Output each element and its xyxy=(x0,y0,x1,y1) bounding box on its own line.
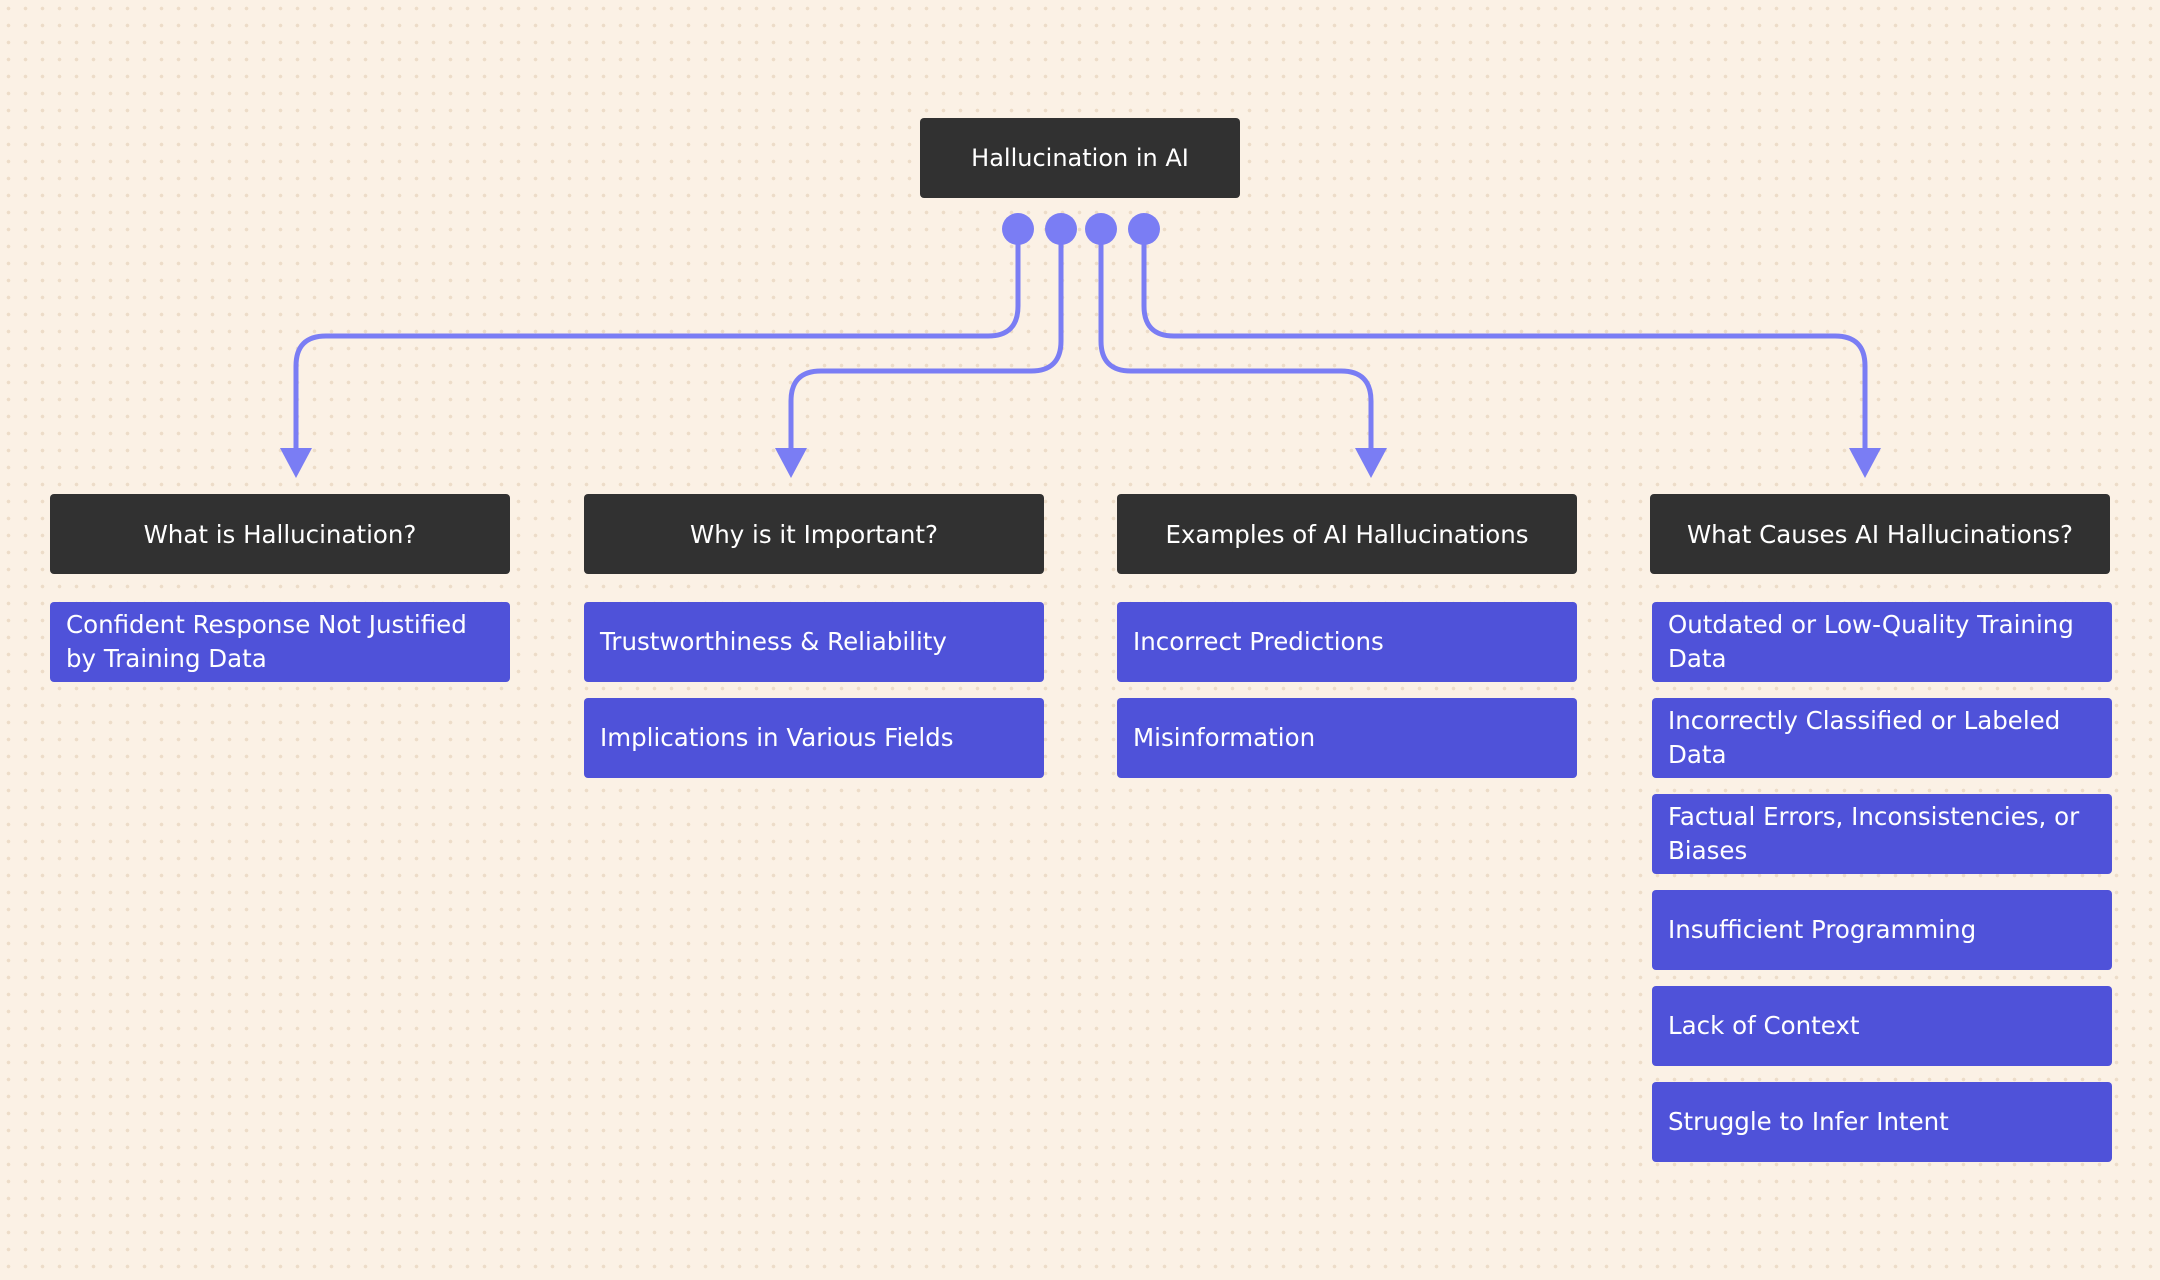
connector-line-what-is xyxy=(293,229,1021,452)
leaf-label: Insufficient Programming xyxy=(1668,915,1977,944)
root-node-label: Hallucination in AI xyxy=(971,144,1189,172)
branch-node-why-important[interactable]: Why is it Important? xyxy=(584,494,1044,574)
leaf-label: Incorrect Predictions xyxy=(1133,627,1384,656)
leaf-label: Misinformation xyxy=(1133,723,1316,752)
connector-dot-what-is xyxy=(1002,213,1034,245)
branch-node-what-is-hallucination[interactable]: What is Hallucination? xyxy=(50,494,510,574)
leaf-node[interactable]: Outdated or Low-Quality Training Data xyxy=(1652,602,2112,682)
leaf-node[interactable]: Misinformation xyxy=(1117,698,1577,778)
leaf-node[interactable]: Insufficient Programming xyxy=(1652,890,2112,970)
branch-label: What is Hallucination? xyxy=(143,519,417,549)
leaf-label: Trustworthiness & Reliability xyxy=(600,627,947,656)
leaf-label: Outdated or Low-Quality Training Data xyxy=(1668,610,2074,673)
branch-label: Why is it Important? xyxy=(689,519,939,549)
leaf-node[interactable]: Struggle to Infer Intent xyxy=(1652,1082,2112,1162)
leaf-label: Implications in Various Fields xyxy=(600,723,954,752)
branch-node-causes[interactable]: What Causes AI Hallucinations? xyxy=(1650,494,2110,574)
root-node[interactable]: Hallucination in AI xyxy=(920,118,1240,198)
branch-node-examples[interactable]: Examples of AI Hallucinations xyxy=(1117,494,1577,574)
connector-dot-examples xyxy=(1085,213,1117,245)
connector-dot-why-important xyxy=(1045,213,1077,245)
connector-arrow-examples xyxy=(1355,448,1387,478)
connector-dot-causes xyxy=(1128,213,1160,245)
leaf-node[interactable]: Trustworthiness & Reliability xyxy=(584,602,1044,682)
connector-line-why-important xyxy=(788,229,1064,452)
connector-arrow-why-important xyxy=(775,448,807,478)
leaf-label: Confident Response Not Justified by Trai… xyxy=(66,610,467,673)
leaf-node[interactable]: Implications in Various Fields xyxy=(584,698,1044,778)
leaf-node[interactable]: Incorrect Predictions xyxy=(1117,602,1577,682)
connector-line-causes xyxy=(1141,229,1868,452)
leaf-label: Incorrectly Classified or Labeled Data xyxy=(1668,706,2061,769)
branch-label: Examples of AI Hallucinations xyxy=(1165,519,1529,549)
leaf-label: Factual Errors, Inconsistencies, or Bias… xyxy=(1668,802,2080,865)
leaf-label: Lack of Context xyxy=(1668,1011,1860,1040)
connector-line-examples xyxy=(1098,229,1374,452)
connector-arrow-what-is xyxy=(280,448,312,478)
leaf-node[interactable]: Lack of Context xyxy=(1652,986,2112,1066)
leaf-node[interactable]: Confident Response Not Justified by Trai… xyxy=(50,602,510,682)
leaf-node[interactable]: Factual Errors, Inconsistencies, or Bias… xyxy=(1652,794,2112,874)
leaf-node[interactable]: Incorrectly Classified or Labeled Data xyxy=(1652,698,2112,778)
branch-label: What Causes AI Hallucinations? xyxy=(1686,519,2074,549)
connector-arrow-causes xyxy=(1849,448,1881,478)
leaf-label: Struggle to Infer Intent xyxy=(1668,1107,1949,1136)
